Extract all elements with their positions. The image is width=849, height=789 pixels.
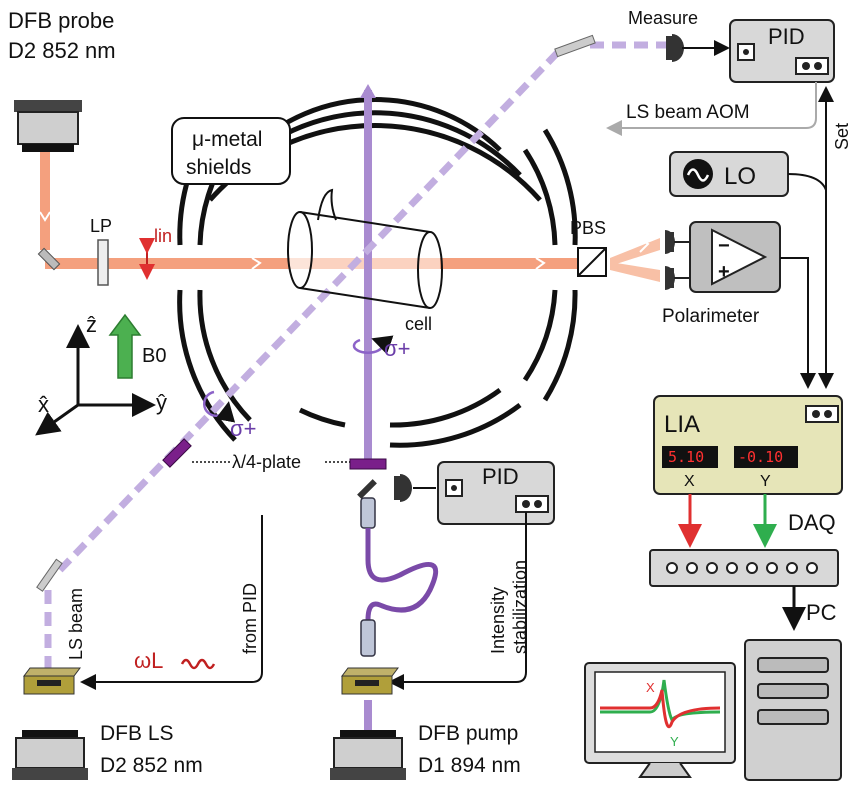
pump-aom (341, 667, 399, 695)
mu-metal-label-box (171, 117, 291, 185)
dfb-probe-wavelength: D2 852 nm (8, 38, 116, 63)
measure-detector (672, 34, 684, 62)
pc-label: PC (806, 600, 837, 625)
dfb-ls-wavelength: D2 852 nm (100, 754, 203, 777)
quarter-wave-plate-label: λ/4-plate (232, 452, 301, 472)
intensity-label-1: Intensity (488, 587, 508, 654)
pump-detector (400, 474, 412, 502)
sigma-plus-center-label: σ+ (384, 336, 410, 361)
polarimeter-label: Polarimeter (662, 306, 760, 327)
linear-polarizer (97, 239, 109, 286)
polarimeter: − + (665, 221, 781, 293)
from-pid-label: from PID (240, 583, 260, 654)
ls-beam-aom-label: LS beam AOM (626, 102, 750, 123)
quarter-wave-plate-pump (349, 458, 387, 470)
mu-metal-label-2: shields (186, 156, 251, 179)
lia-x-display-value: 5.10 (668, 448, 704, 466)
vapor-cell (287, 188, 443, 309)
daq-label: DAQ (788, 510, 836, 535)
pid-top-label: PID (768, 24, 805, 49)
lin-label: lin (154, 226, 172, 246)
pbs-label: PBS (570, 218, 606, 238)
lia-y-label: Y (760, 473, 771, 490)
daq-connectors (666, 562, 818, 574)
pc-monitor (584, 662, 736, 778)
ls-bottom-mirror (36, 558, 63, 592)
lia-y-display-value: -0.10 (738, 448, 783, 466)
sigma-plus-left-label: σ+ (230, 416, 256, 441)
ls-top-mirror (554, 34, 596, 58)
dfb-probe-laser (14, 100, 82, 152)
ls-beam-label: LS beam (66, 588, 86, 660)
coordinate-axes (35, 324, 156, 436)
lia-x-display (662, 446, 718, 468)
dfb-pump-laser (330, 730, 406, 780)
dfb-pump-title: DFB pump (418, 722, 518, 745)
lia-label: LIA (664, 411, 700, 438)
axis-y-label: ŷ (156, 390, 167, 415)
lo-label: LO (724, 163, 756, 190)
pump-pickoff-mirror (357, 479, 377, 499)
omega-l-wave (180, 658, 216, 670)
pc-tower (744, 639, 842, 781)
svg-text:+: + (718, 261, 730, 283)
b0-field-arrow (108, 313, 142, 379)
dfb-ls-laser (12, 730, 88, 780)
ls-aom (23, 667, 81, 695)
set-label: Set (832, 123, 849, 150)
optical-fiber (360, 497, 439, 657)
lp-label: LP (90, 216, 112, 236)
axis-z-label: ẑ (86, 312, 97, 337)
probe-beam-vertical (40, 140, 50, 250)
dfb-probe-title: DFB probe (8, 8, 114, 33)
sigma-plus-left-rotation (202, 390, 236, 423)
svg-text:−: − (718, 235, 730, 257)
b0-label: B0 (142, 345, 166, 367)
screen-y-label: Y (670, 734, 679, 749)
pump-beam (364, 90, 372, 460)
sigma-plus-center-rotation (352, 335, 394, 355)
pump-beam-arrow (360, 84, 376, 98)
screen-x-label: X (646, 680, 655, 695)
daq-box (649, 549, 839, 587)
pump-beam-lower (364, 700, 372, 730)
ls-aom-line (606, 82, 817, 136)
from-pid-line (80, 515, 263, 690)
axis-x-label: x̂ (38, 392, 49, 417)
omega-l-label: ωL (134, 648, 163, 673)
lia-x-label: X (684, 473, 695, 490)
mu-metal-label-1: μ-metal (192, 128, 262, 151)
probe-beam-chevrons (39, 211, 650, 270)
lia-y-display (734, 446, 798, 468)
measure-label: Measure (628, 8, 698, 28)
lia-box (653, 395, 843, 495)
ls-beam-diagonal (57, 47, 563, 573)
quarter-wave-plate-left (162, 438, 192, 468)
pid-bottom-label: PID (482, 464, 519, 489)
dfb-ls-title: DFB LS (100, 722, 174, 745)
probe-beam-split-upper (610, 238, 660, 266)
dfb-pump-wavelength: D1 894 nm (418, 754, 521, 777)
cell-label: cell (405, 314, 432, 334)
intensity-label-2: stabilization (510, 560, 530, 654)
probe-beam-split-lower (610, 262, 660, 282)
probe-mirror (37, 247, 61, 271)
